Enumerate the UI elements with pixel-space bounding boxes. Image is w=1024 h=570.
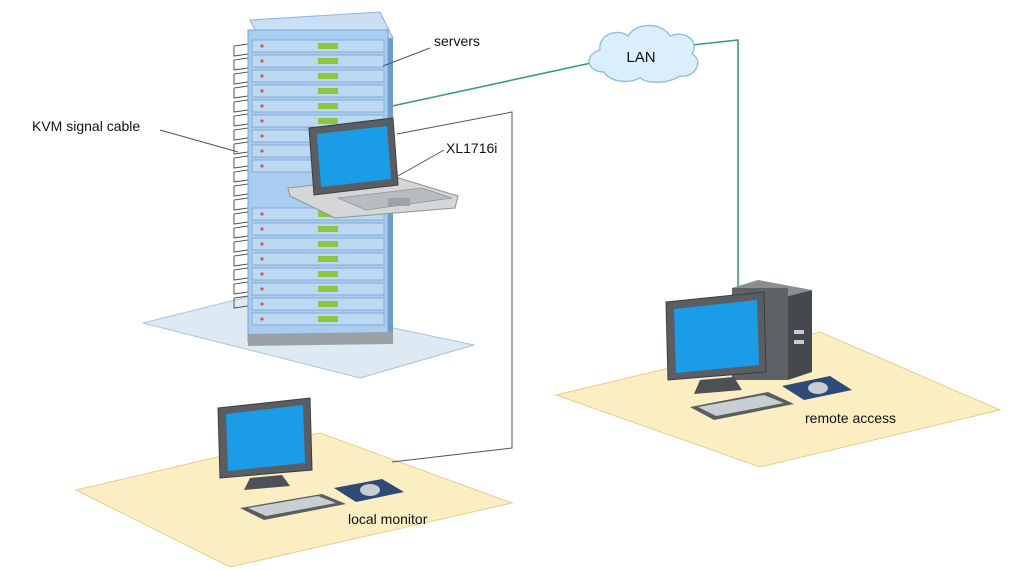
server-unit-indicator: [260, 302, 264, 306]
lan-cable-remote: [682, 39, 739, 289]
server-unit-indicator: [260, 149, 264, 153]
remote-workstation: [665, 280, 852, 420]
remote-monitor-screen: [674, 300, 759, 373]
remote-tower-side: [788, 290, 812, 380]
kvm-cable-loop: [233, 99, 249, 113]
local-keyboard-keys: [248, 496, 336, 516]
xl1716i-label: XL1716i: [446, 140, 497, 156]
console-screen: [317, 126, 391, 187]
kvm-cable-loop: [233, 57, 249, 71]
server-unit-indicator: [260, 227, 264, 231]
kvm-cable-loop: [233, 197, 249, 211]
remote-keyboard-keys: [698, 395, 784, 416]
server-unit-indicator: [260, 89, 264, 93]
xl1716i-console: [287, 117, 459, 219]
server-unit-led: [318, 58, 338, 64]
kvm-cable-loop: [233, 183, 249, 197]
kvm-cable-loop: [233, 113, 249, 127]
kvm-cable-loop: [233, 169, 249, 183]
kvm-cable-loop: [233, 267, 249, 281]
remote-drive-bay-icon: [794, 330, 804, 334]
server-unit-led: [318, 256, 338, 262]
server-unit-led: [318, 226, 338, 232]
kvm-cable-loop: [233, 85, 249, 99]
server-unit-led: [318, 241, 338, 247]
server-unit-indicator: [260, 212, 264, 216]
server-unit-indicator: [260, 44, 264, 48]
server-unit-indicator: [260, 59, 264, 63]
server-unit-indicator: [260, 287, 264, 291]
kvm-cable-loop: [233, 155, 249, 169]
local-monitor-label: local monitor: [348, 511, 428, 527]
local-monitor-stand: [244, 475, 290, 490]
server-unit-led: [318, 286, 338, 292]
server-unit-led: [318, 43, 338, 49]
kvm-cable-loop: [233, 211, 249, 225]
servers-label: servers: [434, 33, 480, 49]
server-unit-led: [318, 118, 338, 124]
server-unit-indicator: [260, 272, 264, 276]
server-unit-indicator: [260, 242, 264, 246]
kvm-cable-loop: [233, 141, 249, 155]
server-unit-led: [318, 316, 338, 322]
lan-cloud: LAN: [588, 24, 699, 83]
server-unit-indicator: [260, 164, 264, 168]
server-unit-indicator: [260, 74, 264, 78]
local-workstation: [217, 397, 404, 520]
console-touchpad: [388, 198, 410, 206]
kvm-cable-loop: [233, 253, 249, 267]
server-unit-led: [318, 73, 338, 79]
local-monitor-cable: [391, 111, 513, 463]
remote-mouse-icon: [808, 382, 828, 394]
server-unit-indicator: [260, 104, 264, 108]
local-monitor-screen: [226, 405, 305, 471]
kvm-signal-cables: [233, 43, 249, 309]
lan-cable-rack: [382, 59, 606, 109]
kvm-cable-loop: [233, 71, 249, 85]
xl1716i-leader-line: [397, 149, 445, 177]
server-unit-indicator: [260, 119, 264, 123]
server-unit-indicator: [260, 134, 264, 138]
kvm-cable-loop: [233, 225, 249, 239]
kvm-cable-loop: [233, 295, 249, 309]
server-unit-led: [318, 88, 338, 94]
kvm-cable-loop: [233, 43, 249, 57]
server-unit-led: [318, 103, 338, 109]
local-mouse-icon: [360, 484, 380, 496]
server-unit-indicator: [260, 257, 264, 261]
rack-base: [248, 332, 393, 346]
servers-leader-line: [382, 47, 431, 67]
kvm-cable-loop: [233, 127, 249, 141]
kvm-cable-label: KVM signal cable: [32, 118, 140, 134]
server-units: [251, 39, 385, 326]
kvm-cable-leader-line: [159, 129, 239, 153]
kvm-cable-loop: [233, 239, 249, 253]
kvm-cable-loop: [233, 281, 249, 295]
remote-access-label: remote access: [805, 410, 896, 426]
server-unit-indicator: [260, 317, 264, 321]
lan-label: LAN: [626, 49, 655, 66]
remote-drive-bay-icon: [794, 340, 804, 344]
server-unit-led: [318, 271, 338, 277]
remote-monitor-stand: [694, 377, 742, 394]
server-unit-led: [318, 301, 338, 307]
